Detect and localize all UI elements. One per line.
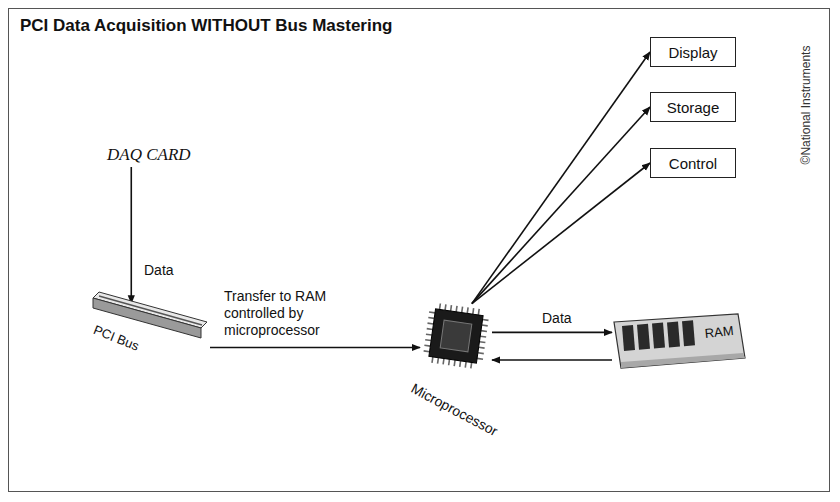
ram-module-label: RAM (704, 323, 734, 341)
ram-module-illustration (612, 312, 747, 372)
edge-label: Data (540, 310, 574, 327)
ram-module: RAM (612, 312, 747, 372)
edge-label: Transfer to RAM controlled by microproce… (222, 288, 376, 339)
pci-bus-label: PCI Bus (91, 322, 141, 354)
microprocessor-chip (420, 300, 492, 372)
data-arrow (492, 359, 612, 361)
card-label: DAQ CARD (105, 143, 193, 167)
output-box: Storage (650, 92, 736, 122)
data-arrow (492, 332, 612, 334)
pci-slot-illustration (85, 288, 210, 358)
data-arrow (472, 107, 650, 304)
output-box-label: Display (668, 44, 717, 61)
data-arrow (472, 163, 650, 304)
pci-bus: PCI Bus (85, 288, 210, 358)
diagram-title: PCI Data Acquisition WITHOUT Bus Masteri… (20, 16, 392, 36)
output-box: Control (650, 148, 736, 178)
output-box-label: Control (669, 155, 717, 172)
output-box: Display (650, 37, 736, 67)
card-label-label: DAQ CARD (107, 145, 191, 165)
output-box-label: Storage (667, 99, 720, 116)
data-arrow (472, 52, 650, 304)
watermark: ©National Instruments (799, 25, 813, 185)
data-arrow (130, 167, 132, 303)
edge-label: Data (142, 262, 176, 279)
data-arrow (210, 347, 420, 349)
microprocessor: Microprocessor (420, 300, 492, 372)
microprocessor-label: Microprocessor (408, 380, 500, 439)
